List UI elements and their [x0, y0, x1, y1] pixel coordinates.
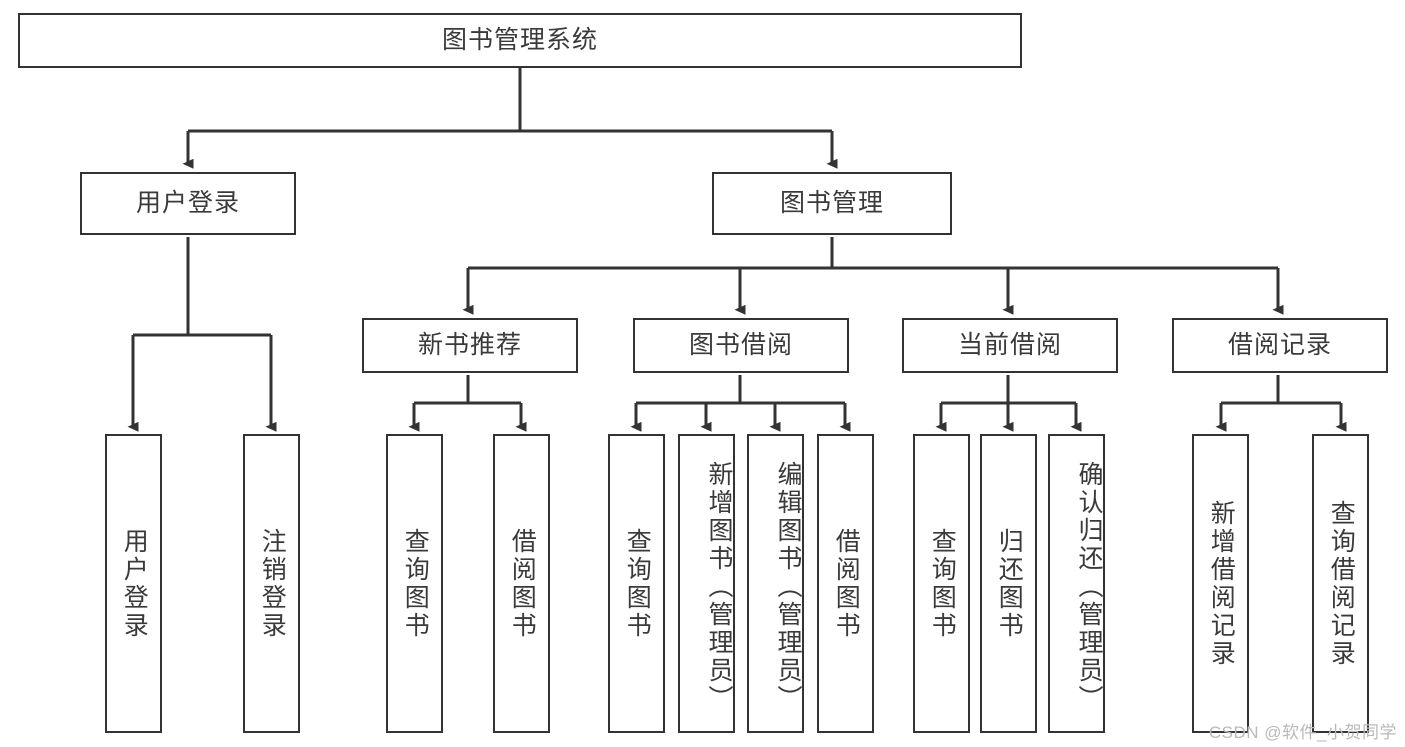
node-book-borrow[interactable]: 图书借阅	[633, 318, 849, 373]
node-book-manage-label: 图书管理	[779, 188, 884, 217]
leaf-current-borrow-return-label: 归还图书	[995, 527, 1024, 640]
leaf-book-borrow-edit[interactable]: 编辑图书（管理员）	[747, 434, 804, 733]
leaf-book-borrow-add[interactable]: 新增图书（管理员）	[678, 434, 735, 733]
leaf-book-borrow-borrow[interactable]: 借阅图书	[817, 434, 874, 733]
leaf-book-borrow-query[interactable]: 查询图书	[608, 434, 665, 733]
leaf-current-borrow-query[interactable]: 查询图书	[913, 434, 970, 733]
leaf-current-borrow-confirm-return[interactable]: 确认归还（管理员）	[1048, 434, 1105, 733]
leaf-borrow-record-add[interactable]: 新增借阅记录	[1192, 434, 1249, 733]
node-root-system-label: 图书管理系统	[441, 25, 598, 54]
node-current-borrow[interactable]: 当前借阅	[902, 318, 1118, 373]
node-book-borrow-label: 图书借阅	[688, 330, 793, 359]
node-user-login-label: 用户登录	[135, 188, 240, 217]
leaf-current-borrow-return[interactable]: 归还图书	[980, 434, 1037, 733]
csdn-watermark: CSDN @软件_小贺同学	[1208, 723, 1397, 742]
leaf-book-borrow-edit-label: 编辑图书（管理员）	[774, 460, 802, 713]
leaf-current-borrow-query-label: 查询图书	[928, 527, 957, 640]
node-new-book-recommend-label: 新书推荐	[417, 330, 522, 359]
node-borrow-record-label: 借阅记录	[1227, 330, 1332, 359]
leaf-new-book-borrow[interactable]: 借阅图书	[493, 434, 550, 733]
node-root-system[interactable]: 图书管理系统	[18, 13, 1022, 68]
leaf-borrow-record-query-label: 查询借阅记录	[1327, 499, 1356, 668]
leaf-borrow-record-query[interactable]: 查询借阅记录	[1312, 434, 1369, 733]
node-new-book-recommend[interactable]: 新书推荐	[362, 318, 578, 373]
node-current-borrow-label: 当前借阅	[957, 330, 1062, 359]
leaf-user-login-logout-label: 注销登录	[258, 527, 287, 640]
node-borrow-record[interactable]: 借阅记录	[1172, 318, 1388, 373]
node-user-login[interactable]: 用户登录	[80, 172, 296, 235]
leaf-user-login-login[interactable]: 用户登录	[105, 434, 162, 733]
leaf-current-borrow-confirm-return-label: 确认归还（管理员）	[1075, 460, 1103, 713]
leaf-book-borrow-query-label: 查询图书	[623, 527, 652, 640]
leaf-new-book-query[interactable]: 查询图书	[386, 434, 443, 733]
node-book-manage[interactable]: 图书管理	[712, 172, 952, 235]
leaf-book-borrow-borrow-label: 借阅图书	[832, 527, 861, 640]
leaf-new-book-query-label: 查询图书	[401, 527, 430, 640]
leaf-borrow-record-add-label: 新增借阅记录	[1207, 499, 1236, 668]
leaf-new-book-borrow-label: 借阅图书	[508, 527, 537, 640]
leaf-user-login-login-label: 用户登录	[120, 527, 149, 640]
leaf-user-login-logout[interactable]: 注销登录	[243, 434, 300, 733]
leaf-book-borrow-add-label: 新增图书（管理员）	[705, 460, 733, 713]
